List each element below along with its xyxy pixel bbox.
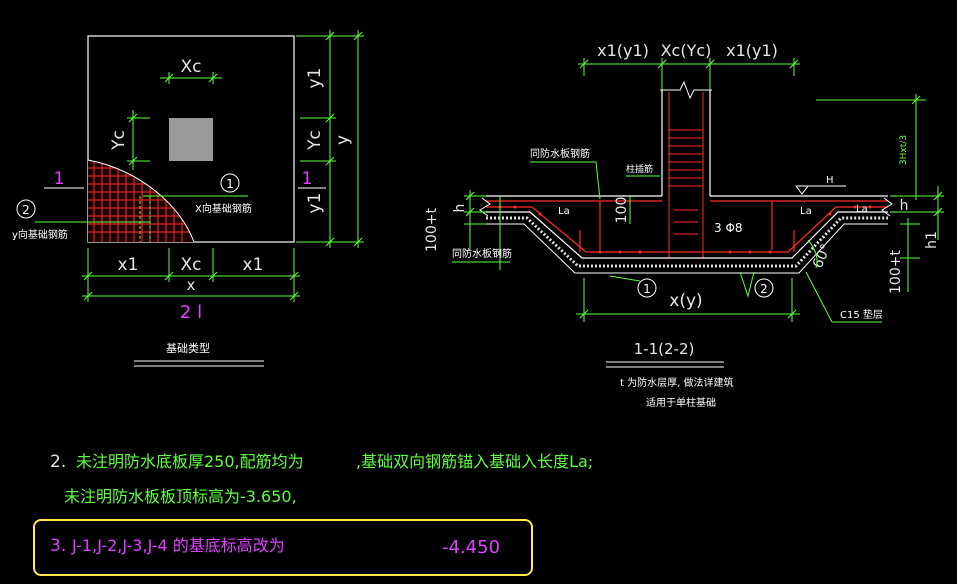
label-h-right: h	[900, 198, 909, 214]
column-square	[169, 118, 213, 161]
dim-top-lines	[578, 58, 800, 90]
column-break-line	[660, 80, 712, 100]
dim-top-center: Xc(Yc)	[661, 41, 712, 60]
dim-y1-bottom: y1	[305, 193, 325, 214]
label-same-rebar-2: 同防水板钢筋	[452, 247, 512, 260]
x-rebar-label: X向基础钢筋	[195, 202, 252, 215]
label-la-1: La	[558, 206, 570, 217]
label-same-rebar-1: 同防水板钢筋	[530, 147, 590, 160]
label-column-rebar: 柱插筋	[626, 163, 653, 175]
bubble-x-rebar	[220, 173, 240, 193]
dim-top-left: x1(y1)	[597, 41, 649, 60]
dim-xy: x(y)	[669, 291, 702, 311]
dim-x1-right: x1	[243, 255, 264, 275]
dim-yc-left: Yc	[109, 130, 129, 151]
label-water-h: H	[826, 175, 834, 186]
notes: 2. 未注明防水底板厚250,配筋均为 ,基础双向钢筋锚入基础入长度La; 未注…	[33, 452, 593, 576]
dim-yc-left-lines	[127, 110, 150, 170]
section-bubble-2	[754, 278, 774, 298]
y-rebar-label: y向基础钢筋	[12, 228, 68, 241]
dim-xc-bottom: Xc	[181, 255, 202, 275]
hatch-boundary	[87, 159, 195, 243]
dim-x1-left: x1	[118, 255, 139, 275]
dim-yc-right: Yc	[305, 130, 325, 151]
footing-bottom	[486, 211, 888, 259]
note-3-number: 3.	[50, 536, 66, 556]
label-la-3: La	[856, 204, 868, 215]
angle-arc	[807, 239, 818, 269]
label-right-vertical: 3Hxt/3	[899, 135, 909, 165]
label-100t-left: 100+t	[424, 208, 440, 252]
section-view: x1(y1) Xc(Yc) x1(y1)	[424, 41, 944, 409]
note-2-number: 2.	[50, 452, 66, 472]
dim-x: x	[187, 276, 196, 294]
column-rebar	[663, 92, 709, 259]
label-h-left: h	[452, 204, 468, 213]
slab-rebar	[486, 200, 888, 253]
section-bubble-1-text: 1	[643, 282, 651, 296]
note-2-text-b: ,基础双向钢筋锚入基础入长度La;	[356, 452, 593, 471]
bubble-y-rebar	[16, 199, 36, 219]
dim-xc-top: Xc	[181, 57, 202, 77]
note-2-text-a: 未注明防水底板厚250,配筋均为	[76, 452, 304, 471]
dim-xc-top-lines	[160, 72, 222, 84]
section-note-line1: t 为防水层厚, 做法详建筑	[620, 376, 733, 389]
label-3phi8: 3 Φ8	[714, 221, 743, 235]
note-3-text: J-1,J-2,J-3,J-4 的基底标高改为	[71, 536, 285, 555]
cushion-bottom	[486, 223, 888, 274]
dim-left-lines	[464, 190, 631, 270]
plan-title: 基础类型	[166, 341, 210, 355]
leader-same-rebar-1b	[595, 161, 601, 200]
column-outline	[661, 90, 711, 196]
dim-bottom-lines	[82, 248, 300, 302]
c15-leader	[805, 271, 833, 323]
label-2l: 2 l	[180, 302, 202, 323]
section-note-line2: 适用于单柱基础	[646, 396, 716, 409]
label-100t-right: 100+t	[888, 250, 904, 294]
cushion-layer	[486, 216, 888, 268]
note-3-value: -4.450	[442, 537, 500, 558]
break-mark-left	[479, 197, 491, 217]
dim-top-right: x1(y1)	[726, 41, 778, 60]
note-2-line2: 未注明防水板板顶标高为-3.650,	[64, 487, 297, 506]
bubble-x-text: 1	[226, 177, 234, 191]
section-bubble-2-text: 2	[760, 282, 768, 296]
dim-right-lines	[296, 30, 364, 248]
label-100-mid: 100	[614, 197, 630, 224]
note-3-highlight-box	[33, 519, 533, 576]
label-h1: h1	[924, 231, 940, 249]
label-c15: C15 垫层	[840, 308, 883, 321]
dim-y1-top: y1	[305, 68, 325, 89]
dim-right-section-lines	[816, 94, 944, 292]
section-mark-right: 1	[302, 169, 313, 189]
bubble-1-leader	[609, 275, 641, 282]
section-title: 1-1(2-2)	[634, 340, 695, 358]
bubble-y-text: 2	[22, 203, 30, 217]
section-mark-left: 1	[54, 169, 65, 189]
bubble-2-leader	[739, 271, 755, 298]
section-bubble-1	[637, 278, 657, 298]
dim-xy-lines	[576, 278, 800, 322]
dim-y: y	[333, 135, 353, 145]
label-la-2: La	[800, 206, 812, 217]
break-mark-right	[881, 197, 893, 217]
